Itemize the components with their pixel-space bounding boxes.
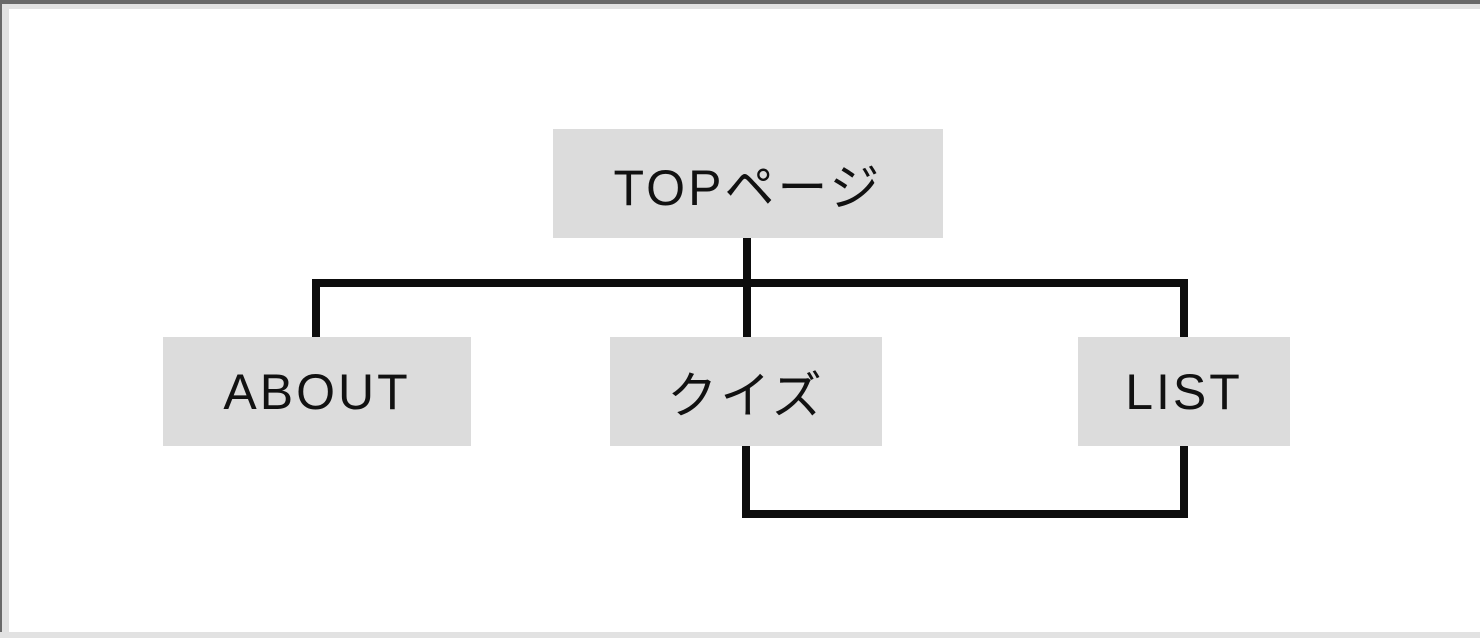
node-quiz: クイズ (610, 337, 882, 446)
node-top-page: TOPページ (553, 129, 943, 238)
node-top-page-label: TOPページ (613, 159, 883, 216)
connector-list-down (1180, 445, 1188, 518)
frame-edge-top-dark (0, 0, 1480, 4)
connector-quiz-down (742, 446, 750, 518)
frame-edge-top-light (0, 4, 1480, 9)
node-about: ABOUT (163, 337, 471, 446)
connector-top-to-branch (743, 237, 751, 337)
node-list: LIST (1078, 337, 1290, 446)
node-list-label: LIST (1125, 363, 1243, 420)
connector-branch-bar (312, 279, 1188, 287)
connector-branch-to-about (312, 279, 320, 337)
frame-edge-left-light (2, 4, 9, 632)
connector-quiz-list-bar (742, 510, 1188, 518)
node-about-label: ABOUT (223, 363, 411, 420)
frame-edge-bottom-light (0, 632, 1480, 638)
frame-edge-left-dark (0, 0, 2, 638)
node-quiz-label: クイズ (667, 367, 825, 424)
connector-branch-to-list (1180, 279, 1188, 337)
